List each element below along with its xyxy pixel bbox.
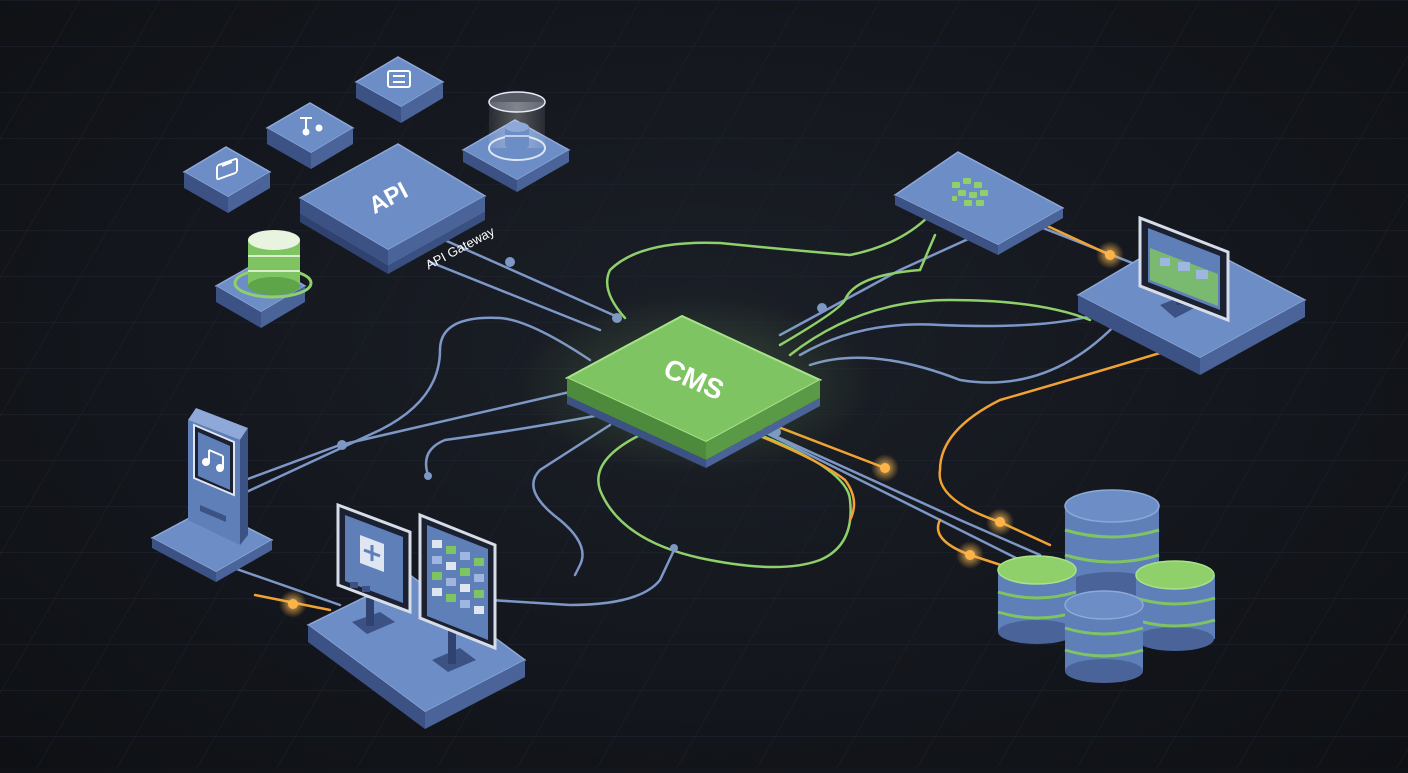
glass-database-tile [461,91,571,192]
add-media-icon [360,535,384,572]
desktop-monitor-station [1076,215,1307,375]
app-grid-icon [432,540,484,614]
tablet-device [336,502,412,615]
connector-gateway-cms [438,236,622,320]
green-database-tile [214,230,313,328]
junction-dots [279,241,1124,618]
signal-dot [1105,250,1115,260]
connector-gateway-cms-2 [428,260,602,332]
signal-dot [880,463,890,473]
music-icon [202,449,224,472]
connector-cms-tablets [532,423,612,577]
junction-dot [505,257,515,267]
connections [223,213,1172,612]
kiosk-device [150,408,274,582]
connector-cms-tablets-2 [488,546,677,607]
cloud-server-tile [893,151,1065,255]
server-icon [387,70,411,88]
connector-kiosk-display [223,563,342,607]
signal-dot [288,599,298,609]
tablet-display-stand [306,502,527,729]
database-icon [505,122,529,150]
connector-orange-monitor-db [938,348,1172,547]
flow-tile [265,102,355,169]
desktop-monitor [1138,215,1230,323]
cms-core: CMS [564,314,823,468]
tablet-device [418,512,497,651]
server-tile-2 [354,56,445,123]
connector-cms-db-2 [738,418,1042,557]
connector-green-top [605,213,932,320]
database-cylinder [1064,590,1144,683]
database-icon [248,230,300,295]
server-tile-1 [182,146,272,213]
connector-kiosk-cms-2 [238,316,592,497]
database-cylinder [1135,560,1216,651]
database-cylinder [997,555,1077,644]
flow-icon [300,117,323,136]
server-grid-icon [952,178,988,206]
connector-green-loop [597,433,852,569]
server-icon [216,157,238,181]
signal-dot [965,550,975,560]
junction-dot [670,544,678,552]
signal-dot [995,517,1005,527]
api-tile: API [298,143,487,274]
database-cluster [997,489,1216,683]
junction-dot [337,440,347,450]
junction-dot [817,303,827,313]
junction-dot [424,472,432,480]
